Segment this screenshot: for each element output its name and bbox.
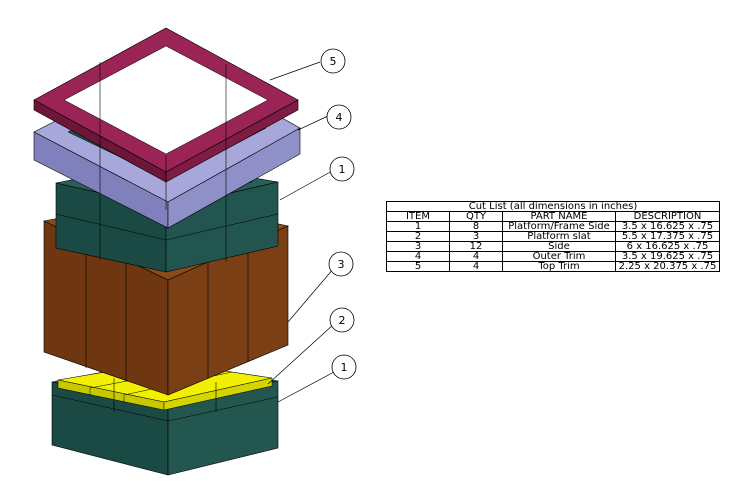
header-part-name: PART NAME [502, 211, 616, 222]
balloon-5: 5 [269, 48, 346, 81]
cell-qty: 4 [449, 261, 503, 272]
cell-desc: 5.5 x 17.375 x .75 [615, 231, 720, 242]
cell-desc: 3.5 x 16.625 x .75 [615, 221, 720, 232]
balloon-3-label: 3 [338, 258, 345, 271]
cell-desc: 6 x 16.625 x .75 [615, 241, 720, 252]
table-row: 1 8 Platform/Frame Side 3.5 x 16.625 x .… [386, 221, 720, 232]
cut-list-title-row: Cut List (all dimensions in inches) [386, 201, 720, 212]
balloon-2-label: 2 [339, 314, 346, 327]
balloon-1-lower-label: 1 [341, 361, 348, 374]
cell-part: Side [502, 241, 616, 252]
cell-part: Platform slat [502, 231, 616, 242]
cut-list-header-row: ITEM QTY PART NAME DESCRIPTION [386, 211, 720, 222]
cell-item: 2 [386, 231, 450, 242]
cell-desc: 2.25 x 20.375 x .75 [615, 261, 720, 272]
balloon-5-label: 5 [330, 55, 337, 68]
alignment-lines [99, 62, 227, 412]
cut-list-table: Cut List (all dimensions in inches) ITEM… [386, 201, 720, 272]
balloon-1-lower: 1 [277, 354, 357, 403]
cut-list-title: Cut List (all dimensions in inches) [386, 201, 720, 212]
header-description: DESCRIPTION [615, 211, 720, 222]
balloon-2: 2 [267, 307, 355, 385]
balloon-4-label: 4 [336, 111, 343, 124]
cell-item: 5 [386, 261, 450, 272]
cell-part: Platform/Frame Side [502, 221, 616, 232]
header-qty: QTY [449, 211, 503, 222]
cell-qty: 8 [449, 221, 503, 232]
cell-item: 3 [386, 241, 450, 252]
cell-part: Outer Trim [502, 251, 616, 262]
balloon-1-upper-label: 1 [339, 163, 346, 176]
table-row: 2 3 Platform slat 5.5 x 17.375 x .75 [386, 231, 720, 242]
cell-item: 4 [386, 251, 450, 262]
balloon-1-upper: 1 [279, 156, 355, 201]
cell-part: Top Trim [502, 261, 616, 272]
balloon-4: 4 [297, 104, 352, 131]
cell-qty: 12 [449, 241, 503, 252]
cell-qty: 4 [449, 251, 503, 262]
cell-item: 1 [386, 221, 450, 232]
cell-desc: 3.5 x 19.625 x .75 [615, 251, 720, 262]
cell-qty: 3 [449, 231, 503, 242]
header-item: ITEM [386, 211, 450, 222]
table-row: 3 12 Side 6 x 16.625 x .75 [386, 241, 720, 252]
table-row: 5 4 Top Trim 2.25 x 20.375 x .75 [386, 261, 720, 272]
balloon-3: 3 [287, 251, 354, 323]
table-row: 4 4 Outer Trim 3.5 x 19.625 x .75 [386, 251, 720, 262]
